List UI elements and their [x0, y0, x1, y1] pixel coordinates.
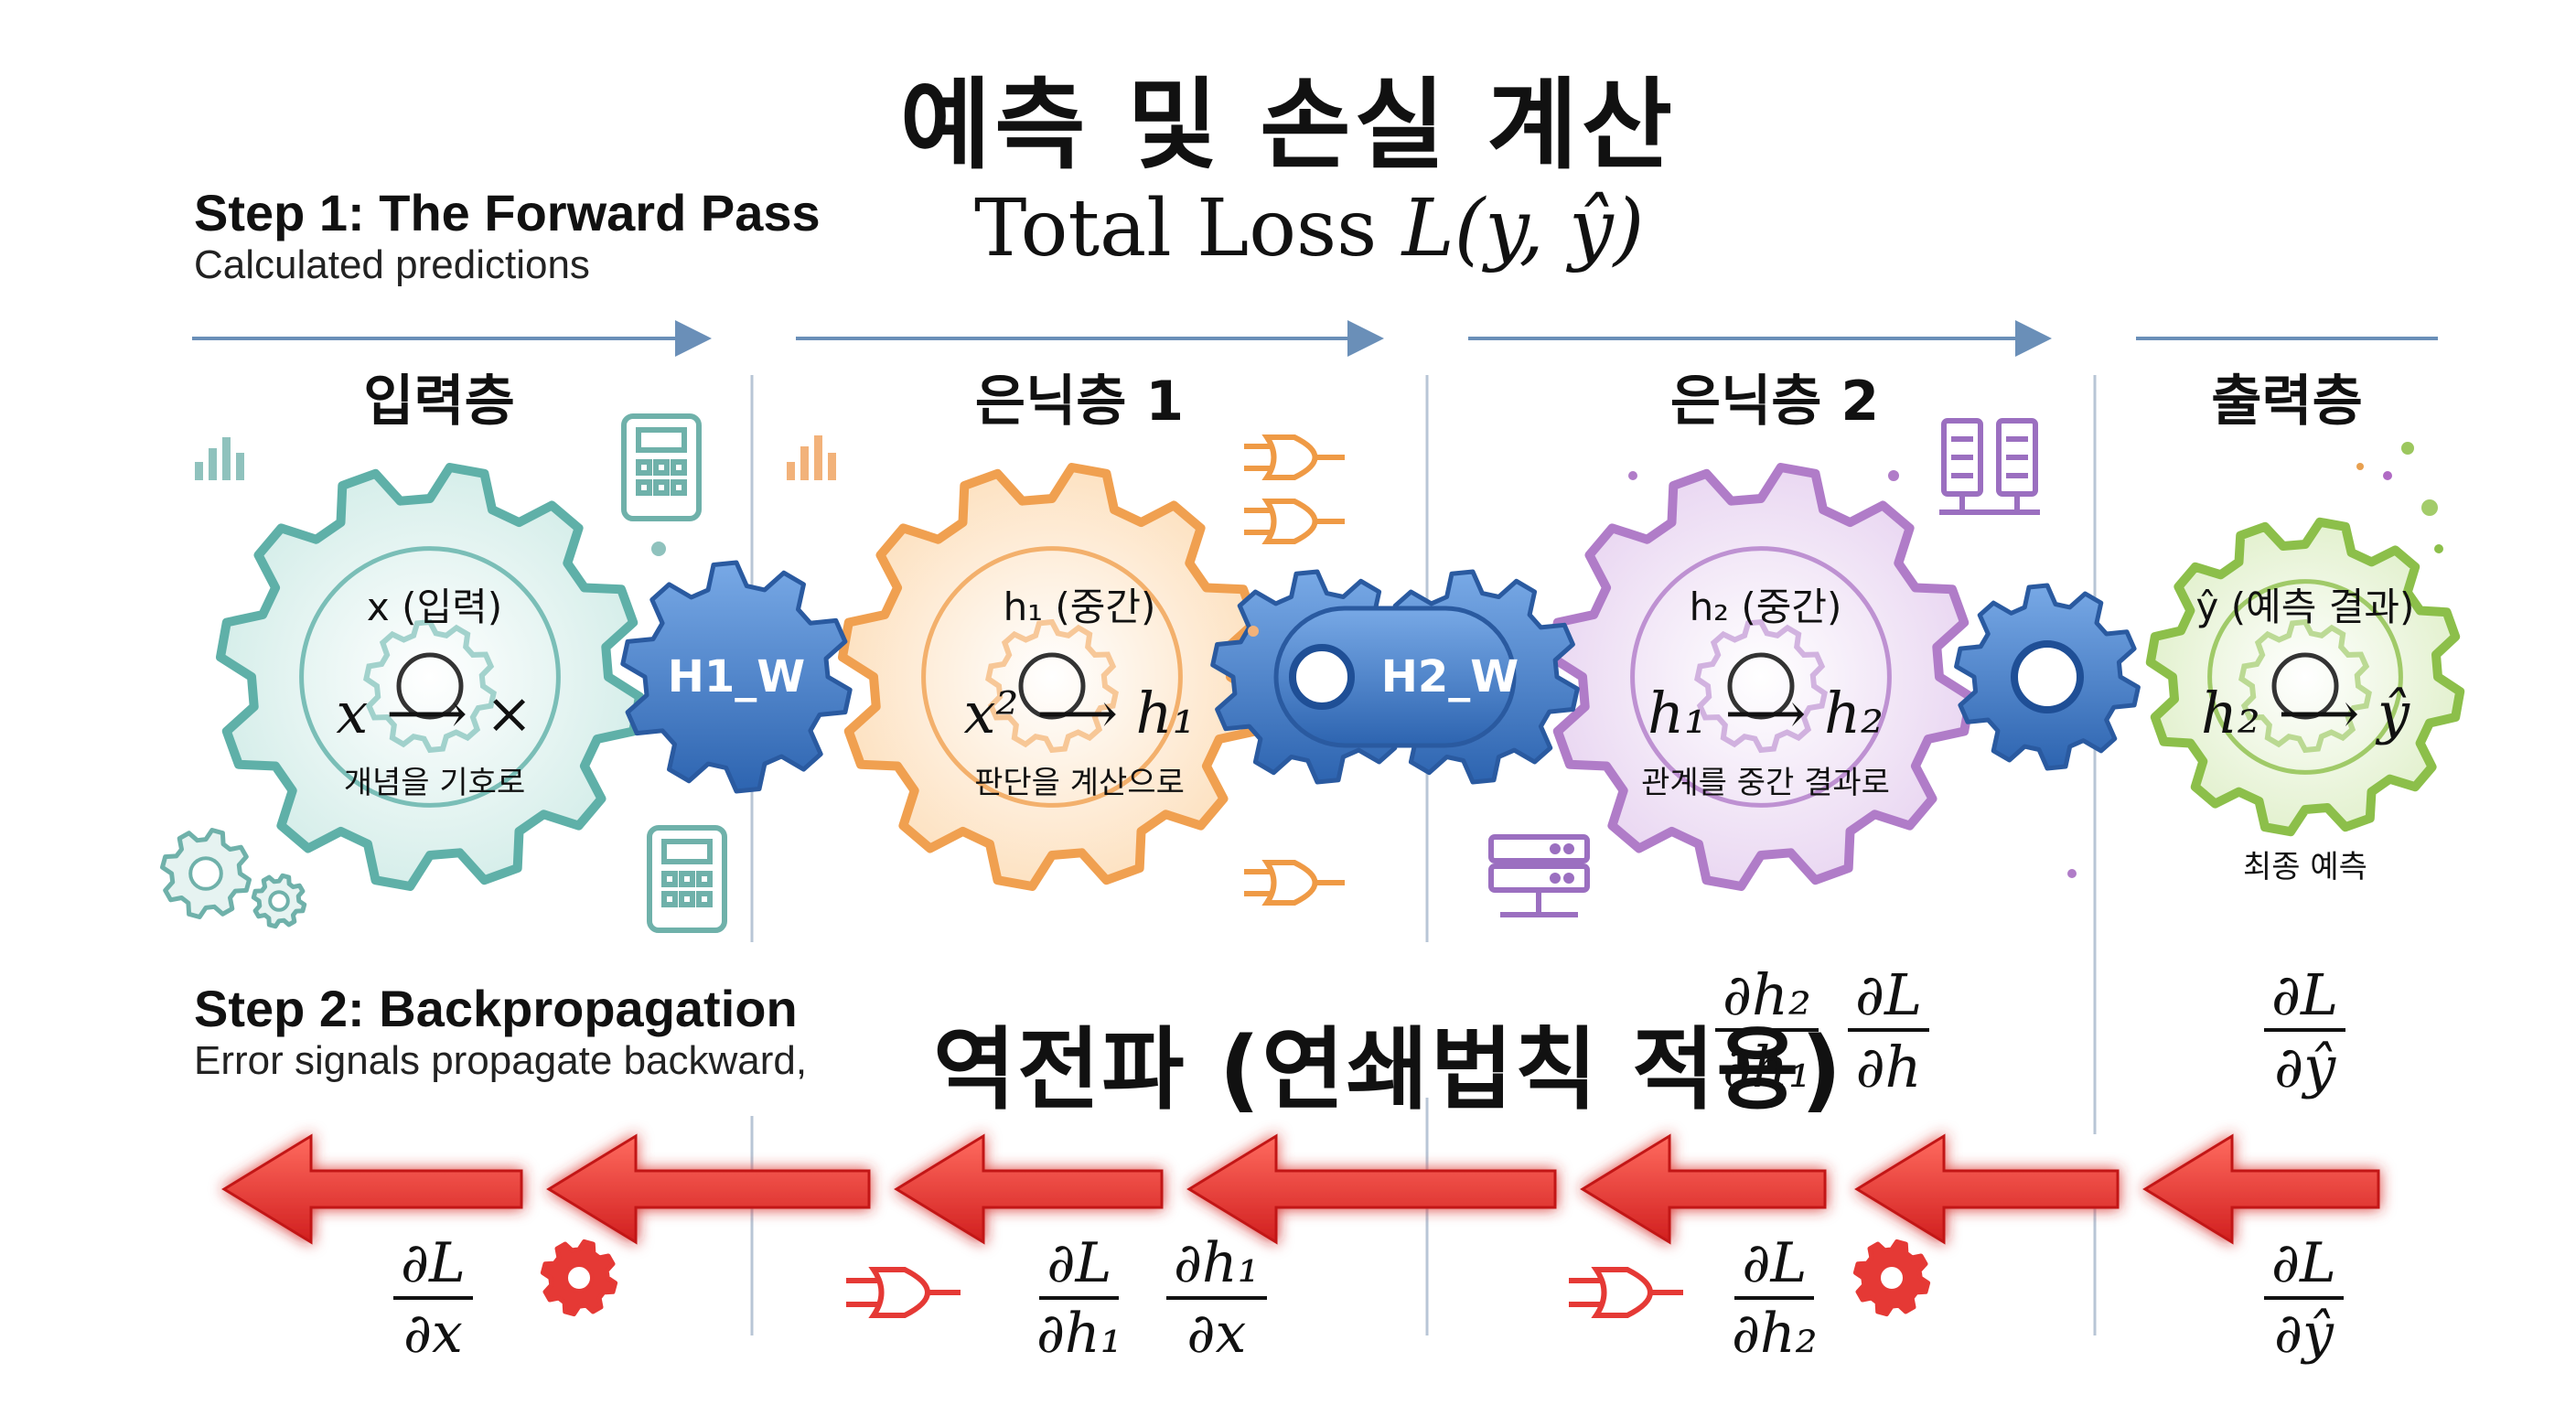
grad-numerator: ∂h₂ [1715, 965, 1819, 1033]
grad-denominator: ∂x [1186, 1302, 1247, 1366]
backprop-title: 역전파 (연쇄법칙 적용) [933, 1018, 1844, 1122]
node-caption: 관계를 중간 결과로 [1641, 765, 1890, 801]
node-hidden2: h₂ (중간) h₁ ⟶ h₂ 관계를 중간 결과로 [1583, 576, 1948, 802]
grad-numerator: ∂L [393, 1235, 473, 1300]
grad-dl-dh2: ∂L ∂h₂ [1724, 1235, 1825, 1363]
node-label: x (입력) [366, 585, 503, 629]
node-input: x (입력) x ⟶ × 개념을 기호로 [261, 576, 608, 802]
grad-dl-dh: ∂L ∂h [1848, 965, 1930, 1101]
node-caption: 판단을 계산으로 [974, 765, 1185, 801]
calculator-icon [647, 825, 727, 933]
gear-icon [540, 1239, 618, 1317]
logic-gate-icon [1244, 434, 1345, 906]
node-equation: x² ⟶ h₁ [963, 680, 1196, 746]
weight-label-h2: H2_W [1380, 651, 1519, 702]
server-icon [1939, 418, 2040, 515]
grad-numerator: ∂L [1848, 965, 1930, 1033]
calculator-icon [621, 413, 702, 521]
grad-dl-dh1: ∂L ∂h₁ [1029, 1235, 1130, 1363]
grad-dh2-dh1: ∂h₂ ∂h₁ [1715, 965, 1819, 1097]
backprop-arrow [221, 1133, 523, 1245]
gear-icon [1852, 1239, 1931, 1317]
page-title: 예측 및 손실 계산 [899, 69, 1677, 183]
backprop-arrow [894, 1133, 1164, 1245]
backprop-arrow [1854, 1133, 2120, 1245]
node-label: h₁ (중간) [1003, 585, 1156, 629]
gear-icon [160, 828, 252, 919]
bar-chart-icon [787, 435, 836, 480]
step1-block: Step 1: The Forward Pass Calculated pred… [194, 183, 821, 288]
node-label: h₂ (중간) [1689, 585, 1842, 629]
grad-numerator: ∂L [1734, 1235, 1815, 1300]
backprop-arrow [1580, 1133, 1827, 1245]
grad-denominator: ∂ŷ [2273, 1302, 2334, 1366]
server-icon [1488, 834, 1590, 917]
node-output: ŷ (예측 결과) h₂ ⟶ ŷ [2150, 576, 2461, 746]
grad-denominator: ∂h [1855, 1034, 1922, 1101]
step2-title: Step 2: Backpropagation [194, 980, 798, 1037]
backprop-arrow [2142, 1133, 2380, 1245]
grad-numerator: ∂L [2264, 1235, 2344, 1300]
grad-numerator: ∂L [2264, 965, 2346, 1033]
node-label: ŷ (예측 결과) [2195, 585, 2415, 629]
node-output-caption: 최종 예측 [2243, 849, 2367, 885]
h2w-pill [1273, 606, 1517, 748]
layer-title-input: 입력층 [363, 370, 515, 434]
layer-title-output: 출력층 [2211, 370, 2363, 434]
node-equation: h₁ ⟶ h₂ [1648, 680, 1884, 746]
grad-denominator: ∂h₂ [1732, 1302, 1818, 1366]
grad-denominator: ∂h₁ [1723, 1034, 1811, 1101]
grad-denominator: ∂h₁ [1036, 1302, 1122, 1366]
h2w-hole [1289, 644, 1355, 710]
node-equation: h₂ ⟶ ŷ [2200, 680, 2410, 746]
input-gear [216, 463, 644, 891]
layer-title-hidden2: 은닉층 2 [1669, 370, 1880, 434]
sparkle-icon [651, 442, 2443, 878]
hidden1-gear [838, 463, 1266, 891]
grad-dl-dx: ∂L ∂x [393, 1235, 473, 1363]
step2-subtitle: Error signals propagate backward, [194, 1038, 808, 1083]
output-gear [2145, 517, 2465, 837]
loss-formula: L(y, ŷ) [1401, 183, 1645, 274]
grad-dl-dyhat-upper: ∂L ∂ŷ [2264, 965, 2346, 1101]
output-blue-hole [2011, 640, 2084, 713]
grad-dh1-dx: ∂h₁ ∂x [1166, 1235, 1267, 1363]
grad-numerator: ∂h₁ [1166, 1235, 1267, 1300]
h1w-gear [620, 560, 853, 794]
grad-denominator: ∂x [403, 1302, 463, 1366]
loss-prefix: Total Loss [974, 183, 1402, 274]
step1-subtitle: Calculated predictions [194, 242, 590, 287]
node-equation: x ⟶ × [336, 680, 533, 746]
bar-chart-icon [195, 437, 244, 480]
gear-icon [251, 873, 307, 929]
backprop-arrow [1186, 1133, 1557, 1245]
grad-denominator: ∂ŷ [2274, 1034, 2336, 1101]
grad-dl-dyhat-lower: ∂L ∂ŷ [2264, 1235, 2344, 1363]
backprop-arrow [546, 1133, 871, 1245]
node-caption: 개념을 기호로 [343, 765, 526, 801]
layer-title-hidden1: 은닉층 1 [974, 370, 1185, 434]
total-loss: Total Loss L(y, ŷ) [974, 183, 1644, 274]
weight-label-h1: H1_W [667, 651, 806, 702]
grad-numerator: ∂L [1039, 1235, 1120, 1300]
node-hidden1: h₁ (중간) x² ⟶ h₁ 판단을 계산으로 [896, 576, 1262, 802]
logic-gate-icon [846, 1267, 1683, 1318]
step2-block: Step 2: Backpropagation Error signals pr… [194, 979, 807, 1084]
hidden2-gear [1547, 463, 1975, 891]
step1-title: Step 1: The Forward Pass [194, 184, 821, 241]
